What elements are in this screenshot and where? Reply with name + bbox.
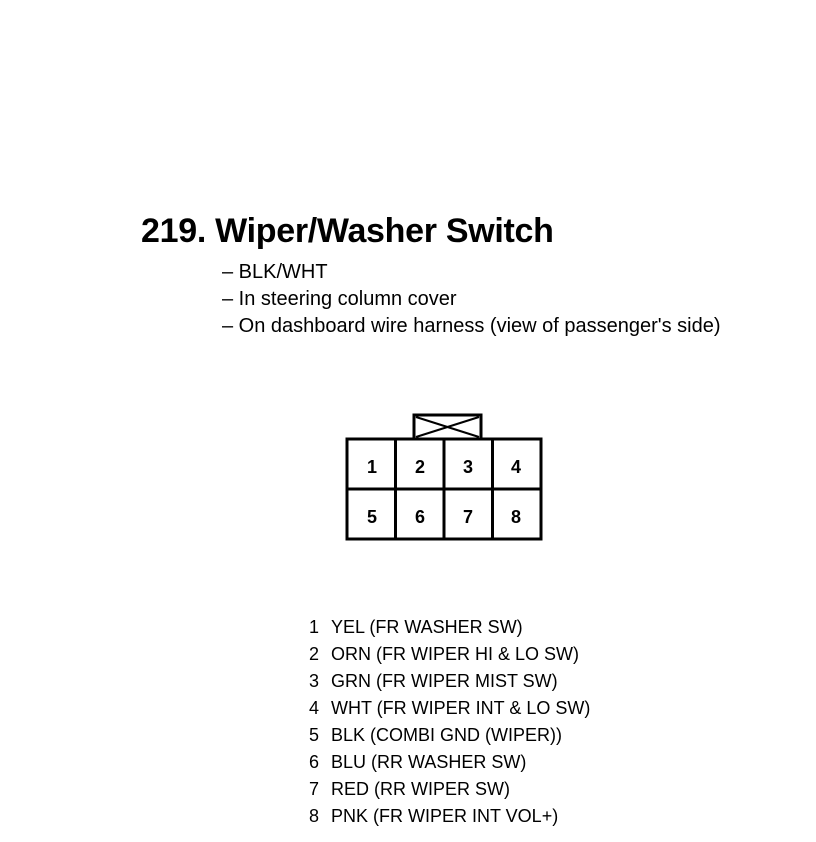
pin-cavity-lines bbox=[347, 439, 541, 539]
pin-description: PNK (FR WIPER INT VOL+) bbox=[331, 806, 559, 826]
pin-number: 7 bbox=[309, 779, 320, 799]
pin-number: 3 bbox=[309, 671, 320, 691]
page-title: 219. Wiper/Washer Switch bbox=[141, 212, 554, 250]
note-harness: – On dashboard wire harness (view of pas… bbox=[222, 315, 721, 337]
pinout-row: 2 ORN (FR WIPER HI & LO SW) bbox=[309, 641, 590, 668]
connector-diagram: 1 2 3 4 5 6 7 8 bbox=[345, 413, 543, 541]
pin-label-7: 7 bbox=[463, 507, 473, 527]
pinout-row: 8 PNK (FR WIPER INT VOL+) bbox=[309, 803, 590, 830]
pin-description: BLK (COMBI GND (WIPER)) bbox=[331, 725, 563, 745]
connector-notes: – BLK/WHT – In steering column cover – O… bbox=[222, 259, 721, 340]
pin-description: ORN (FR WIPER HI & LO SW) bbox=[331, 644, 580, 664]
pin-label-4: 4 bbox=[511, 457, 521, 477]
connector-latch bbox=[412, 413, 483, 441]
pin-description: RED (RR WIPER SW) bbox=[331, 779, 510, 799]
pin-number: 6 bbox=[309, 752, 320, 772]
pin-label-5: 5 bbox=[367, 507, 377, 527]
pinout-row: 7 RED (RR WIPER SW) bbox=[309, 776, 590, 803]
pin-label-6: 6 bbox=[415, 507, 425, 527]
pinout-row: 3 GRN (FR WIPER MIST SW) bbox=[309, 668, 590, 695]
pinout-row: 1 YEL (FR WASHER SW) bbox=[309, 614, 590, 641]
pin-description: GRN (FR WIPER MIST SW) bbox=[331, 671, 558, 691]
pinout-list: 1 YEL (FR WASHER SW) 2 ORN (FR WIPER HI & … bbox=[309, 614, 590, 830]
pin-description: BLU (RR WASHER SW) bbox=[331, 752, 527, 772]
note-color: – BLK/WHT bbox=[222, 261, 328, 283]
pin-label-1: 1 bbox=[367, 457, 377, 477]
pin-number: 8 bbox=[309, 806, 320, 826]
pinout-row: 6 BLU (RR WASHER SW) bbox=[309, 749, 590, 776]
pin-label-8: 8 bbox=[511, 507, 521, 527]
pin-label-2: 2 bbox=[415, 457, 425, 477]
pinout-row: 4 WHT (FR WIPER INT & LO SW) bbox=[309, 695, 590, 722]
pin-number: 1 bbox=[309, 617, 320, 637]
pin-description: WHT (FR WIPER INT & LO SW) bbox=[331, 698, 591, 718]
pin-number: 5 bbox=[309, 725, 320, 745]
pin-description: YEL (FR WASHER SW) bbox=[331, 617, 523, 637]
pin-number: 2 bbox=[309, 644, 320, 664]
pin-label-3: 3 bbox=[463, 457, 473, 477]
pinout-row: 5 BLK (COMBI GND (WIPER)) bbox=[309, 722, 590, 749]
note-location: – In steering column cover bbox=[222, 288, 457, 310]
pin-number: 4 bbox=[309, 698, 320, 718]
